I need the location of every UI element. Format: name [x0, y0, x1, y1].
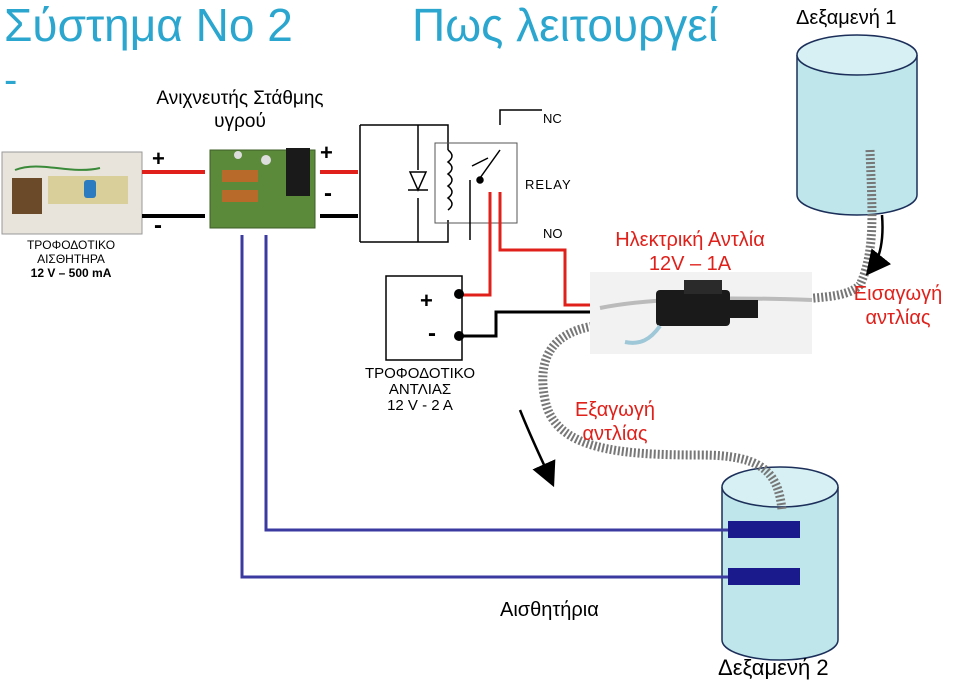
tank-2-label: Δεξαμενή 2: [718, 655, 829, 680]
tank-1: [796, 34, 918, 216]
pump-photo: [590, 272, 813, 354]
inlet-arrow: [865, 214, 892, 276]
title-right: Πως λειτουργεί: [412, 0, 718, 51]
pump-outlet-label: Εξαγωγή αντλίας: [555, 398, 675, 446]
pump-psu-line3: 12 V - 2 A: [387, 397, 453, 414]
relay-no-label: NO: [543, 226, 563, 241]
relay-no-to-pump-red: [498, 192, 600, 307]
relay-coil-circuit: [359, 124, 453, 243]
pump-label: Ηλεκτρική Αντλία 12V – 1A: [590, 228, 790, 276]
relay-nc-label: NC: [543, 111, 562, 126]
psu-plus-sign: +: [152, 146, 165, 171]
sensors-label: Αισθητήρια: [500, 599, 599, 621]
level-detector-line2: υγρού: [214, 111, 266, 132]
pump-psu-plus-terminal: [454, 289, 464, 299]
board-minus-sign: -: [324, 180, 332, 207]
pump-psu-minus-wire: [462, 310, 600, 338]
relay-name-label: RELAY: [525, 177, 572, 192]
sensor-wire-1: [264, 235, 730, 532]
sensor-wire-2: [240, 235, 730, 579]
relay-to-pump-red: [460, 192, 492, 297]
level-detector-board: [205, 136, 320, 234]
tank-1-label: Δεξαμενή 1: [796, 7, 897, 29]
relay-switch: [469, 109, 542, 240]
level-detector-label: Ανιχνευτής Στάθμης υγρού: [140, 87, 340, 133]
sensor-psu-photo: [1, 151, 143, 235]
sensor-psu-line1: ΤΡΟΦΟΔΟΤΙΚΟ: [26, 238, 116, 252]
level-detector-line1: Ανιχνευτής Στάθμης: [156, 88, 324, 109]
outlet-hose: [538, 320, 787, 511]
probe-lower: [728, 568, 800, 585]
sensor-psu-line2: ΑΙΣΘΗΤΗΡΑ: [37, 252, 105, 266]
pump-psu-line2: ΑΝΤΛΙΑΣ: [388, 381, 452, 398]
psu-minus-sign: -: [154, 212, 162, 239]
pump-line1: Ηλεκτρική Αντλία: [615, 229, 765, 251]
pump-psu-box: [385, 275, 463, 361]
pump-inlet-line1: Εισαγωγή: [853, 283, 943, 305]
outlet-arrow: [518, 409, 556, 488]
relay-box: [434, 142, 518, 224]
pump-psu-label: ΤΡΟΦΟΔΟΤΙΚΟ ΑΝΤΛΙΑΣ 12 V - 2 A: [350, 366, 490, 414]
pump-psu-line1: ΤΡΟΦΟΔΟΤΙΚΟ: [364, 365, 476, 382]
pump-outlet-line1: Εξαγωγή: [574, 399, 656, 421]
sensor-psu-label: ΤΡΟΦΟΔΟΤΙΚΟ ΑΙΣΘΗΤΗΡΑ 12 V – 500 mA: [10, 238, 132, 280]
title-dash: -: [4, 58, 18, 102]
sensor-psu-line3: 12 V – 500 mA: [30, 266, 112, 280]
board-plus-sign: +: [320, 140, 333, 165]
pump-psu-minus-sign: -: [428, 320, 436, 347]
pump-psu-minus-terminal: [454, 331, 464, 341]
probe-upper: [728, 521, 800, 538]
pump-inlet-label: Εισαγωγή αντλίας: [840, 282, 956, 330]
pump-outlet-line2: αντλίας: [582, 423, 648, 445]
pump-psu-plus-sign: +: [420, 288, 433, 313]
title-left: Σύστημα Νο 2: [4, 0, 293, 51]
pump-line2: 12V – 1A: [648, 253, 732, 275]
pump-inlet-line2: αντλίας: [865, 307, 931, 329]
